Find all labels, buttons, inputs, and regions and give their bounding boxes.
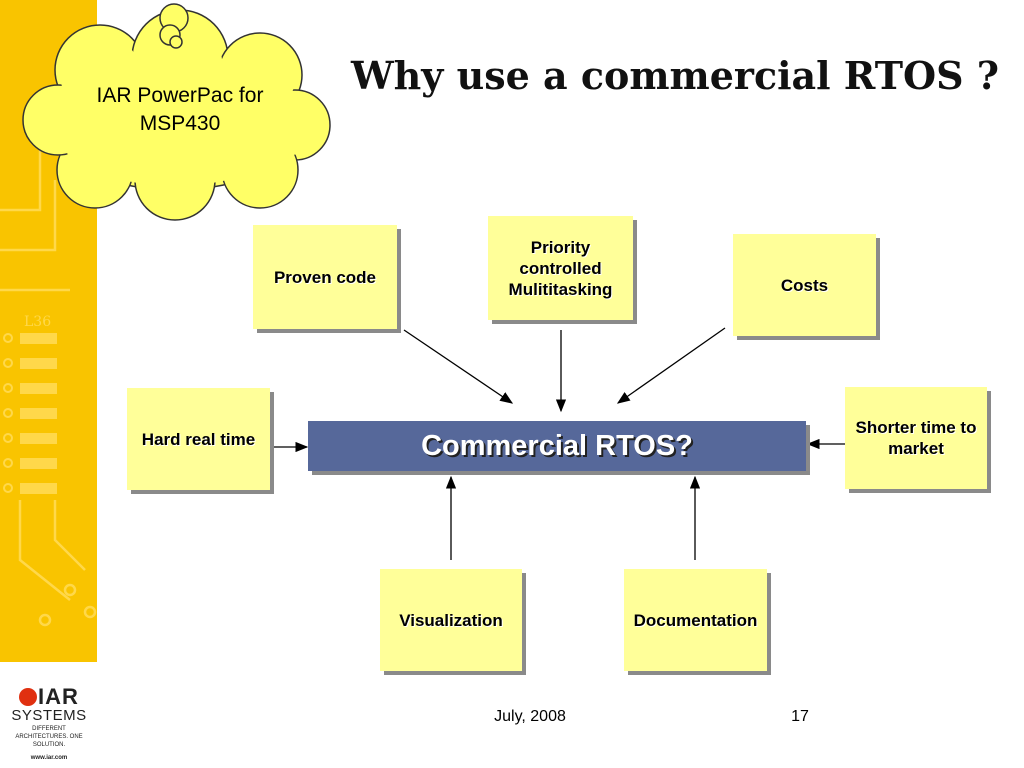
cloud-text: IAR PowerPac for MSP430 [96, 84, 264, 135]
box-costs: Costs [733, 234, 876, 336]
box-hard-real-time: Hard real time [127, 388, 270, 490]
logo-panel [0, 662, 97, 768]
arrow-costs [616, 327, 726, 404]
iar-logo: IAR SYSTEMS DIFFERENT ARCHITECTURES. ONE… [6, 684, 92, 762]
logo-url: www.iar.com [30, 755, 68, 761]
box-documentation: Documentation [624, 569, 767, 671]
arrow-proven-code [403, 329, 514, 404]
commercial-rtos-box: Commercial RTOS? [308, 421, 806, 471]
box-shorter-time-to-market: Shorter time to market [845, 387, 987, 489]
thought-cloud-icon [22, 3, 331, 221]
chip-label: L36 [24, 314, 51, 330]
box-proven-code: Proven code [253, 225, 397, 329]
circuit-pattern-icon: L36 [0, 150, 97, 627]
logo-systems-text: SYSTEMS [11, 707, 87, 724]
footer-date: July, 2008 [494, 708, 566, 725]
logo-tagline: DIFFERENT ARCHITECTURES. ONE SOLUTION. [15, 726, 83, 748]
box-priority-multitasking: Priority controlled Mulititasking [488, 216, 633, 320]
slide-title: Why use a commercial RTOS ? [350, 53, 1000, 98]
page-number: 17 [791, 708, 809, 725]
logo-dot-icon [19, 688, 38, 706]
logo-iar-text: IAR [38, 684, 79, 709]
box-visualization: Visualization [380, 569, 522, 671]
